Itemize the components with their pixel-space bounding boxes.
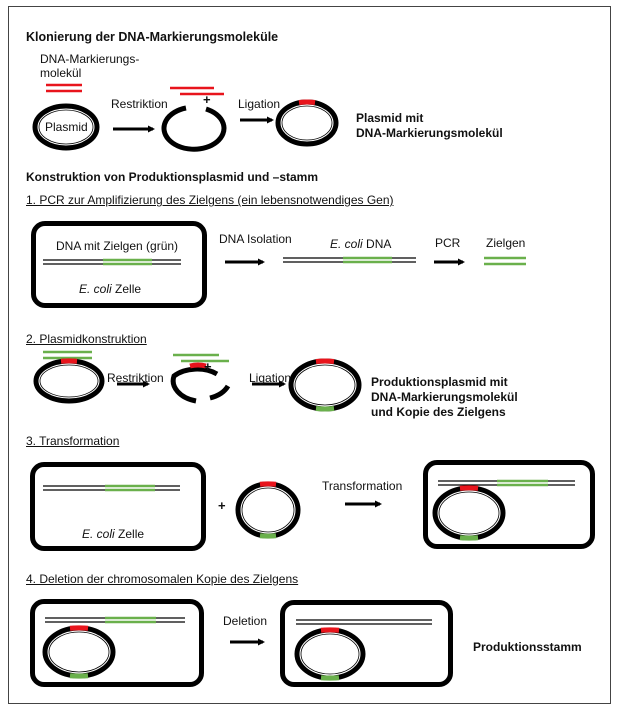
transformation-label: Transformation bbox=[322, 479, 403, 493]
production-strain-label: Produktionsstamm bbox=[473, 640, 582, 654]
cell-label-italic-3: E. coli bbox=[82, 527, 115, 541]
cut-target-gene bbox=[173, 353, 229, 363]
ecoli-dna-italic: E. coli bbox=[330, 237, 363, 251]
restriction-label-2: Restriktion bbox=[107, 371, 164, 385]
pcr-label: PCR bbox=[435, 236, 461, 250]
result1-line2: DNA-Markierungsmolekül bbox=[356, 126, 503, 140]
plasmid-circle bbox=[32, 103, 100, 151]
section2-title: Konstruktion von Produktionsplasmid und … bbox=[26, 170, 319, 184]
ecoli-cell-pcr bbox=[31, 221, 207, 308]
ecoli-cell-transformed bbox=[423, 460, 595, 549]
marker-label-line1: DNA-Markierungs- bbox=[40, 52, 140, 66]
plus-sign-1: + bbox=[203, 92, 211, 107]
ecoli-cell-before-deletion bbox=[30, 599, 204, 687]
chromosomal-dna-step3 bbox=[43, 484, 180, 492]
result2-line1: Produktionsplasmid mit bbox=[371, 375, 508, 389]
result1-line1: Plasmid mit bbox=[356, 111, 424, 125]
cell-label-step3: E. coli Zelle bbox=[82, 527, 144, 541]
ecoli-dna-rest: DNA bbox=[362, 237, 392, 251]
isolated-ecoli-dna bbox=[283, 256, 416, 264]
ligation-label-1: Ligation bbox=[238, 97, 281, 111]
target-gene-insert bbox=[43, 350, 92, 360]
result2-line2: DNA-Markierungsmolekül bbox=[371, 390, 518, 404]
deletion-label: Deletion bbox=[223, 614, 268, 628]
transformed-cell-dna bbox=[438, 479, 575, 487]
plus-sign-2: + bbox=[204, 359, 212, 374]
result2-line3: und Kopie des Zielgens bbox=[371, 405, 506, 419]
dna-isolation-label: DNA Isolation bbox=[219, 232, 292, 246]
figure-frame bbox=[8, 6, 611, 704]
chromosomal-dna bbox=[43, 258, 181, 266]
ecoli-dna-label: E. coli DNA bbox=[330, 237, 391, 251]
section1-title: Klonierung der DNA-Markierungsmoleküle bbox=[26, 30, 279, 44]
cell-dna-label: DNA mit Zielgen (grün) bbox=[56, 239, 179, 253]
cut-plasmid bbox=[161, 105, 227, 152]
plus-sign-3: + bbox=[218, 498, 226, 513]
cut-marker-molecule bbox=[170, 86, 224, 96]
cell-label-step1: E. coli Zelle bbox=[79, 282, 141, 296]
target-gene-pcr-product bbox=[484, 256, 526, 266]
marker-label-line2: molekül bbox=[40, 66, 82, 80]
production-strain-dna bbox=[296, 619, 432, 625]
chromosomal-dna-step4 bbox=[45, 616, 185, 624]
plasmid-with-marker bbox=[275, 99, 339, 147]
restriction-label-1: Restriktion bbox=[111, 97, 168, 111]
opened-plasmid-step2 bbox=[170, 362, 231, 404]
ecoli-cell-production-strain bbox=[280, 600, 453, 687]
ligation-label-2: Ligation bbox=[249, 371, 292, 385]
step1-title: 1. PCR zur Amplifizierung des Zielgens (… bbox=[26, 193, 394, 207]
marker-molecule bbox=[46, 83, 82, 93]
production-plasmid-step3 bbox=[235, 481, 301, 539]
plasmid-label: Plasmid bbox=[45, 120, 88, 134]
step3-title: 3. Transformation bbox=[26, 434, 120, 448]
cell-label-italic: E. coli bbox=[79, 282, 112, 296]
production-plasmid bbox=[288, 358, 362, 412]
step2-title: 2. Plasmidkonstruktion bbox=[26, 332, 147, 346]
cell-label-rest: Zelle bbox=[111, 282, 142, 296]
ecoli-cell-transformation bbox=[30, 462, 206, 551]
step4-title: 4. Deletion der chromosomalen Kopie des … bbox=[26, 572, 299, 586]
target-gene-label: Zielgen bbox=[486, 236, 526, 250]
transformed-cell-plasmid bbox=[432, 485, 506, 541]
plasmid-step4 bbox=[42, 625, 116, 679]
marker-plasmid-step2 bbox=[33, 358, 105, 404]
cell-label-rest-3: Zelle bbox=[114, 527, 145, 541]
production-strain-plasmid bbox=[294, 627, 366, 681]
